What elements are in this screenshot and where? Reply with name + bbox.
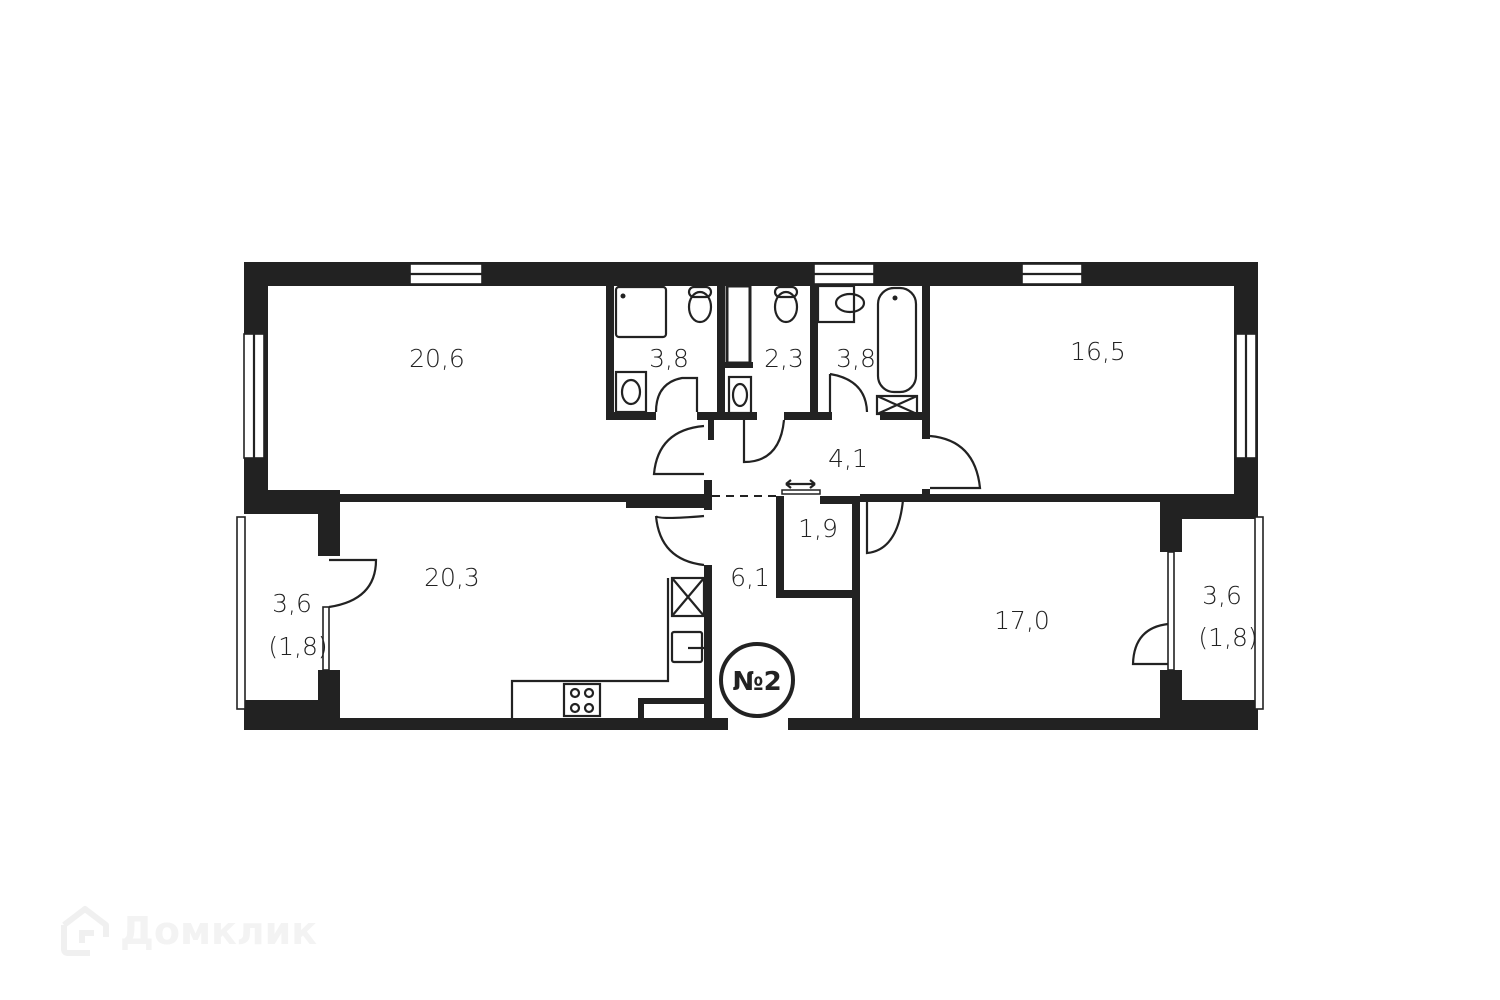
- room-area-bedroom-3: 17,0: [994, 606, 1050, 635]
- room-area-balcony-left: 3,6: [272, 589, 312, 618]
- room-reduced-area-balcony-left: (1,8): [268, 632, 327, 661]
- room-area-bedroom-2: 16,5: [1070, 337, 1126, 366]
- windows: [236, 263, 1264, 710]
- room-area-kitchen-living: 20,3: [424, 563, 480, 592]
- room-area-storage: 1,9: [798, 514, 838, 543]
- fixtures: [510, 284, 919, 720]
- room-reduced-area-balcony-right: (1,8): [1198, 623, 1257, 652]
- room-area-bedroom-1: 20,6: [409, 344, 465, 373]
- apartment-number-marker: №2: [719, 642, 795, 718]
- room-labels: 20,6 3,8 2,3 3,8 16,5 4,1 1,9 20,3 6,1 1…: [268, 337, 1257, 661]
- doors: [328, 372, 1169, 666]
- room-area-bathroom-1: 3,8: [649, 344, 689, 373]
- room-area-toilet: 2,3: [764, 344, 804, 373]
- domclick-watermark: Домклик: [60, 905, 317, 957]
- apartment-number: №2: [732, 667, 781, 697]
- room-area-hall: 4,1: [828, 444, 868, 473]
- room-area-corridor: 6,1: [730, 563, 770, 592]
- domclick-house-icon: [61, 906, 109, 956]
- room-area-balcony-right: 3,6: [1202, 581, 1242, 610]
- watermark-text: Домклик: [120, 909, 318, 953]
- exterior-walls: [244, 262, 1258, 730]
- interior-walls: [268, 284, 1234, 720]
- room-area-bathroom-2: 3,8: [836, 344, 876, 373]
